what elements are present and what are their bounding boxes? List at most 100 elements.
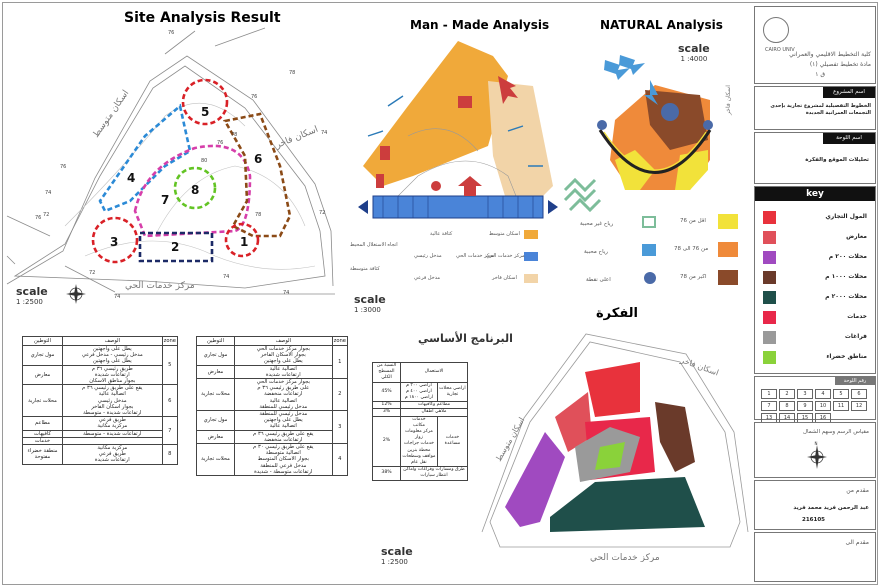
key-title: key — [755, 187, 875, 201]
sub-line: مكاتب — [412, 422, 425, 428]
legend-label: رياح محببة — [584, 249, 608, 255]
concept-green — [595, 442, 625, 470]
sheet-number-grid: 1 2 3 4 5 6 7 8 9 10 11 12 13 14 15 16 — [761, 389, 871, 423]
level-label: 74 — [114, 294, 120, 300]
zone-cell: 4 — [331, 443, 349, 477]
level-label: 76 — [217, 140, 223, 146]
use-cell: محلات تجارية — [196, 378, 235, 412]
sheet-number-cell: 1 — [761, 389, 777, 399]
header-cell: الاستعمال — [400, 362, 468, 383]
street-label-service: مركز خدمات الحي — [125, 281, 195, 291]
site-analysis-title: Site Analysis Result — [124, 10, 281, 26]
desc-line: يطل على واجهتين — [263, 417, 303, 424]
use-cell: مول تجاري — [196, 345, 235, 366]
project-label: اسم المشروع — [823, 87, 875, 98]
presented-to-panel: مقدم الى — [754, 532, 876, 582]
presented-to-label: مقدم الى — [845, 539, 869, 546]
desc-line: بجوار مركز خدمات الحي — [256, 346, 310, 352]
legend-label: اقل من 76 — [680, 218, 706, 224]
use-cell: اراضي محلات تجارية — [436, 381, 469, 403]
legend-label: اسكان متوسط — [489, 231, 520, 237]
use-cell: مول تجاري — [196, 410, 235, 431]
key-item: مناطق خضراء — [763, 351, 867, 364]
desc-line: بجوار مناطق الاسكان — [89, 378, 136, 385]
svg-text:اسكان فاخر: اسكان فاخر — [678, 355, 719, 377]
presented-by-label: مقدم من — [846, 487, 869, 494]
key-swatch — [763, 211, 776, 224]
legend-label: من 76 الى 78 — [674, 246, 709, 252]
level-label: 78 — [231, 132, 237, 138]
level-label: 76 — [251, 94, 257, 100]
zone-cell: 5 — [161, 344, 179, 386]
sheet-number-label: رقم اللوحة — [835, 377, 875, 385]
sub-line: اراضي ١٨٠٠ م — [404, 395, 433, 401]
sheet-name: تحليلات الموقع والفكرة — [805, 157, 869, 163]
header-cell: النسبة من المسطح الكلي — [372, 362, 401, 383]
course-name: مادة تخطيط تفصيلي (١) — [809, 61, 871, 68]
concept-shops-2000 — [550, 477, 705, 532]
university-logo-icon — [763, 17, 789, 43]
zone-7-outline — [133, 144, 252, 238]
concept-title: الفكرة — [596, 306, 639, 321]
concept-mall — [585, 362, 640, 417]
key-item: محلات ٢٠٠ م — [763, 251, 867, 264]
sheet-number-cell: 5 — [833, 389, 849, 399]
legend-swatch — [524, 230, 538, 239]
key-item: المول التجاري — [763, 211, 867, 224]
level-label: 74 — [283, 290, 289, 296]
key-swatch — [763, 231, 776, 244]
header-cell: zone — [331, 336, 349, 346]
use-cell: منطقة خضراء مفتوحة — [22, 444, 63, 465]
natural-legend: اقل من 76 من 76 الى 78 اكبر من 78 رياح غ… — [560, 210, 750, 295]
key-item: خدمات — [763, 311, 867, 324]
sheet-number-cell: 12 — [851, 401, 867, 411]
desc-line: ارتفاعات شديدة - متوسطة — [83, 430, 142, 437]
desc-line: مدخل رئيسي للمنطقة — [259, 411, 308, 418]
man-made-scale: scale 1 :3000 — [354, 293, 386, 314]
sheet-panel: اسم اللوحة تحليلات الموقع والفكرة — [754, 132, 876, 184]
sub-line: اراضي ٤٠٠ م — [406, 388, 432, 394]
zone-5-outline — [181, 78, 229, 126]
scale-label: scale — [354, 293, 386, 306]
scale-label: scale — [16, 285, 48, 298]
desc-line: على طريق رئيسي ٣٦ م — [257, 385, 310, 392]
desc-line: مدخل رئيسي للمنطقة — [259, 403, 308, 410]
service-center-strip — [372, 195, 544, 219]
legend-label: كثافة متوسطة — [350, 266, 380, 272]
sheet-label: اسم اللوحة — [823, 133, 875, 144]
north-arrow-icon: N — [807, 441, 827, 469]
zone-4-label: 4 — [127, 171, 135, 185]
use-cell: خدمات — [22, 436, 63, 446]
program-table: النسبة من المسطح الكلي الاستعمال 45% ارا… — [372, 362, 469, 481]
natural-title: NATURAL Analysis — [600, 18, 723, 32]
legend-label: مدخل فرعي — [414, 275, 441, 281]
desc-line: ارتفاعات شديدة — [265, 371, 301, 378]
key-swatch — [763, 271, 776, 284]
street-label-medium: اسكان متوسط — [91, 89, 131, 140]
key-swatch — [763, 291, 776, 304]
level-label: 74 — [321, 130, 327, 136]
level-label: 74 — [45, 190, 51, 196]
pct-cell: 3% — [372, 408, 401, 417]
use-cell: مول تجاري — [22, 345, 63, 366]
sheet-number-cell: 2 — [779, 389, 795, 399]
desc-line: بجوار اسكان الفاخر — [91, 403, 134, 410]
desc-line: يقع على طريق رئيسي ٣٦ م — [82, 385, 143, 392]
level-label: 72 — [43, 212, 49, 218]
desc-line: يقع على طريق رئيسي ٣٦ م — [253, 430, 314, 437]
key-swatch — [763, 331, 776, 344]
level-label: 76 — [168, 30, 174, 36]
man-made-map — [358, 41, 558, 219]
desc-line: ارتفاعات منخفضة — [264, 436, 303, 443]
wind-wanted-icon — [642, 244, 656, 256]
legend-label: اكبر من 78 — [680, 274, 707, 280]
sub-line: اراضي ٢٠٠ م — [406, 382, 432, 388]
zone-2-outline — [138, 231, 214, 263]
faculty-name: كلية التخطيط الاقليمي والعمراني — [789, 51, 871, 58]
header-cell: zone — [161, 336, 179, 346]
legend-swatch — [524, 274, 538, 283]
key-item: محلات ١٠٠٠ م — [763, 271, 867, 284]
sheet-number-cell: 9 — [797, 401, 813, 411]
desc-line: يطل على واجهتين — [92, 358, 132, 365]
level-label: 72 — [89, 270, 95, 276]
